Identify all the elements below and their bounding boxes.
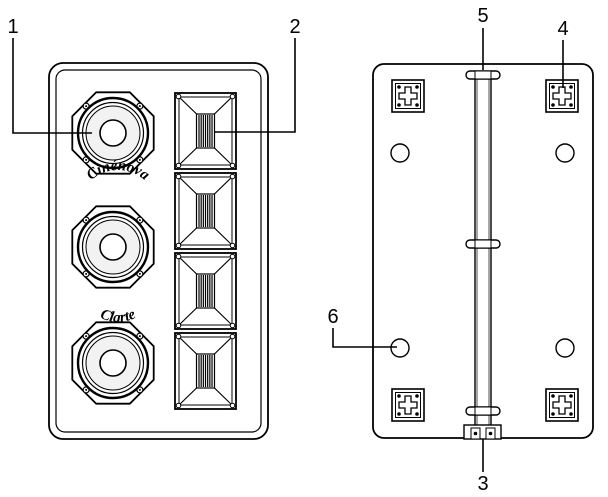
svg-text:4: 4 [557, 18, 568, 40]
callout-5: 5 [477, 5, 489, 70]
connector-terminal [463, 424, 502, 440]
mount-plate-1 [391, 79, 425, 113]
horn-tweeter-3 [174, 252, 237, 330]
svg-text:1: 1 [7, 16, 18, 38]
side-hole-3 [390, 338, 410, 358]
svg-text:2: 2 [289, 16, 300, 38]
callout-4: 4 [557, 18, 569, 88]
horn-tweeter-2 [174, 172, 237, 250]
speaker-front-view: Cinénova Clarte [48, 62, 269, 440]
mount-plate-4 [545, 388, 579, 422]
rail-clamp-3 [465, 406, 501, 416]
side-hole-1 [390, 143, 410, 163]
woofer-driver-3 [71, 321, 155, 405]
rail-clamp-2 [465, 239, 501, 249]
horn-tweeter-1 [174, 92, 237, 170]
svg-text:5: 5 [477, 5, 488, 27]
center-rail [474, 72, 492, 426]
side-hole-2 [555, 143, 575, 163]
side-hole-4 [555, 338, 575, 358]
svg-text:6: 6 [327, 306, 338, 328]
logo-bottom-text: Clarte [98, 306, 138, 326]
callout-2: 2 [214, 16, 301, 133]
callout-3: 3 [477, 439, 489, 495]
callout-1: 1 [7, 16, 92, 134]
speaker-back-view [372, 63, 594, 440]
mount-plate-2 [545, 79, 579, 113]
callouts: 1 2 3 4 5 6 [7, 5, 568, 495]
callout-6: 6 [327, 306, 397, 348]
woofer-driver-2 [71, 205, 155, 289]
svg-text:3: 3 [477, 473, 488, 495]
rail-clamp-1 [465, 70, 501, 80]
mount-plate-3 [391, 388, 425, 422]
woofer-driver-1 [71, 91, 155, 175]
horn-tweeter-4 [174, 332, 237, 410]
